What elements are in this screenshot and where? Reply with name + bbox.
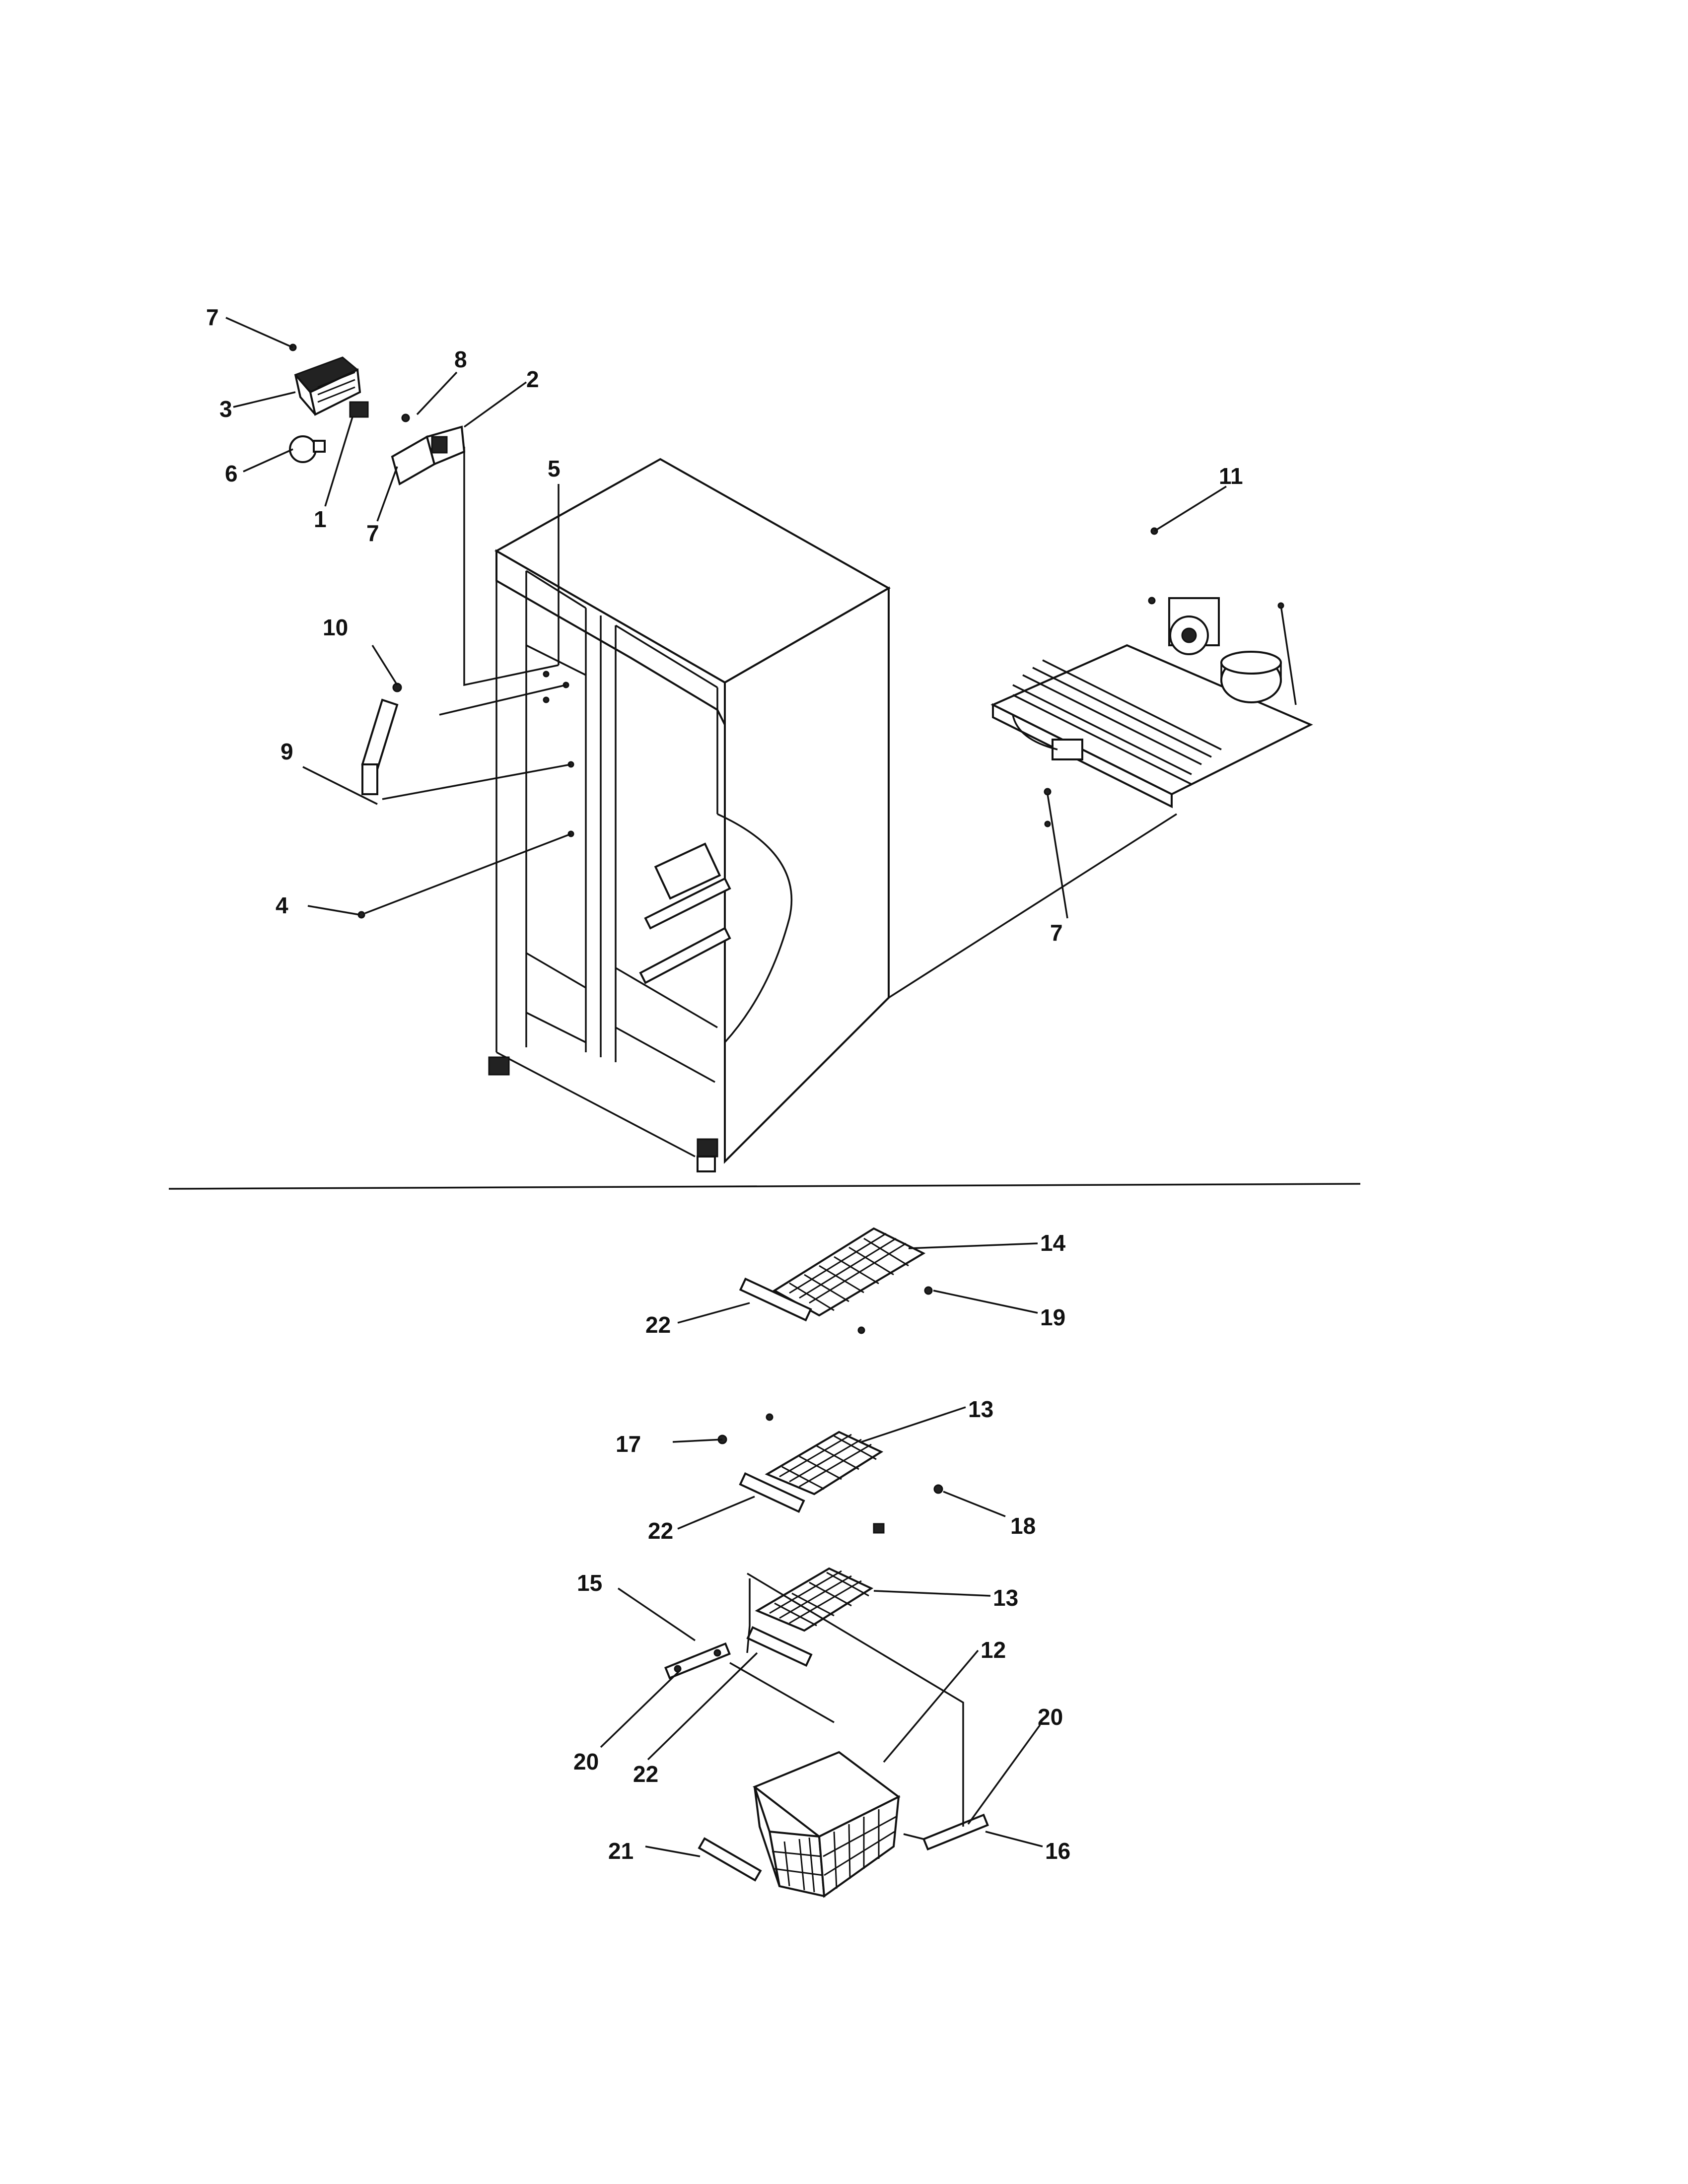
callout-3: 3: [219, 396, 232, 422]
shelf-trim-22a: [739, 1277, 812, 1322]
light-assembly: [289, 343, 466, 486]
shelf-trim-22b: [739, 1472, 805, 1513]
leader-lines: [225, 317, 1227, 1857]
callout-13a: 13: [968, 1396, 993, 1422]
callout-21: 21: [608, 1838, 633, 1864]
screw-7-right: [1044, 788, 1052, 796]
condenser-fan: [1168, 597, 1220, 655]
light-shield: [294, 356, 361, 416]
callout-12: 12: [981, 1637, 1006, 1663]
callout-14: 14: [1040, 1230, 1066, 1256]
basket-slide-right: [903, 1813, 989, 1851]
callout-10: 10: [323, 614, 348, 640]
callout-4: 4: [276, 892, 288, 918]
callout-6: 6: [225, 461, 238, 486]
light-housing: [391, 425, 466, 486]
freezer-shelf-mid: [765, 1431, 884, 1496]
callout-15: 15: [577, 1570, 602, 1596]
callout-13b: 13: [993, 1585, 1018, 1611]
freezer-basket: [753, 1751, 901, 1898]
screw-8: [401, 413, 410, 422]
compressor-assembly: [990, 527, 1313, 827]
refrigerator-cabinet: [488, 458, 891, 1172]
light-bulb: [289, 435, 326, 463]
callout-1: 1: [314, 506, 327, 532]
callout-19: 19: [1040, 1304, 1065, 1330]
door-bracket: [639, 842, 731, 984]
callout-labels: 7 3 6 1 7 8 2 5 10 9 4 11 7 14 19 22 13 …: [206, 304, 1243, 1864]
bracket-18: [933, 1484, 943, 1494]
callout-18: 18: [1010, 1513, 1036, 1539]
callout-22c: 22: [633, 1761, 658, 1787]
callout-8: 8: [454, 346, 467, 372]
light-socket: [349, 401, 369, 418]
callout-22a: 22: [645, 1312, 671, 1338]
condenser-coil: [1012, 659, 1222, 785]
compressor: [1220, 651, 1282, 703]
callout-20b: 20: [1038, 1704, 1063, 1730]
callout-17: 17: [616, 1431, 641, 1457]
callout-7c: 7: [1050, 920, 1063, 946]
callout-2: 2: [526, 366, 539, 392]
basket-slide-left: [664, 1642, 731, 1680]
callout-5: 5: [548, 456, 561, 481]
basket-trim-21: [698, 1837, 762, 1882]
bracket-9: [361, 698, 399, 795]
shelf-trim-22c: [746, 1626, 813, 1667]
freezer-shelf-low: [755, 1567, 874, 1632]
callout-16: 16: [1045, 1838, 1070, 1864]
callout-20a: 20: [573, 1749, 599, 1774]
callout-9: 9: [281, 739, 293, 764]
section-divider: [168, 1183, 1361, 1190]
callout-7a: 7: [206, 304, 219, 330]
stop-19: [924, 1286, 933, 1295]
callout-22b: 22: [648, 1518, 673, 1544]
callout-7b: 7: [366, 520, 379, 546]
callout-11: 11: [1219, 463, 1243, 489]
